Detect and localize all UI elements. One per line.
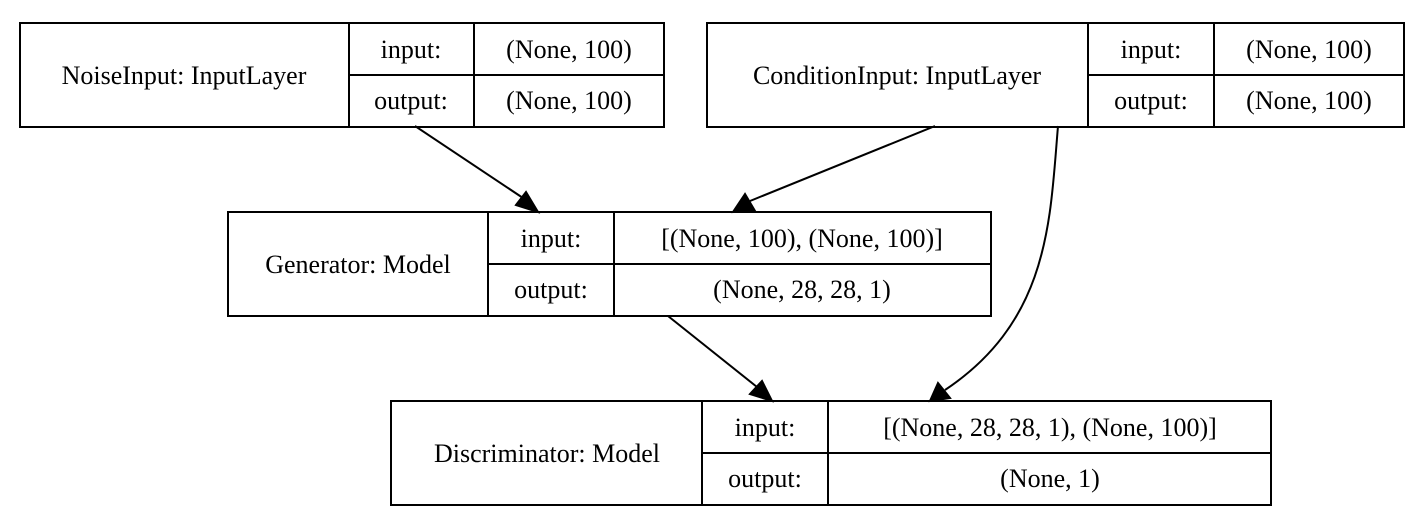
input-label: input: — [381, 35, 442, 64]
arrow-head — [928, 381, 952, 403]
output-label: output: — [374, 86, 448, 115]
edge-generator-to-discriminator — [667, 315, 758, 388]
input-shape: [(None, 28, 28, 1), (None, 100)] — [883, 413, 1217, 442]
node-name: NoiseInput: InputLayer — [62, 61, 307, 90]
input-label: input: — [735, 413, 796, 442]
output-label: output: — [1114, 86, 1188, 115]
output-label: output: — [728, 464, 802, 493]
output-shape: (None, 1) — [1000, 464, 1100, 493]
input-label: input: — [521, 224, 582, 253]
input-shape: [(None, 100), (None, 100)] — [661, 224, 943, 253]
input-label: input: — [1121, 35, 1182, 64]
node-noise-input[interactable]: NoiseInput: InputLayer input: (None, 100… — [19, 22, 665, 128]
node-discriminator[interactable]: Discriminator: Model input: [(None, 28, … — [390, 400, 1272, 506]
output-shape: (None, 100) — [506, 86, 632, 115]
node-name: Discriminator: Model — [434, 439, 660, 468]
node-generator[interactable]: Generator: Model input: [(None, 100), (N… — [227, 211, 992, 317]
edge-noise-to-generator — [414, 125, 524, 199]
node-condition-input[interactable]: ConditionInput: InputLayer input: (None,… — [706, 22, 1405, 128]
input-shape: (None, 100) — [1246, 35, 1372, 64]
edge-condition-to-discriminator — [944, 125, 1059, 391]
output-shape: (None, 28, 28, 1) — [713, 275, 891, 304]
arrow-head — [748, 379, 774, 403]
output-shape: (None, 100) — [1246, 86, 1372, 115]
node-name: ConditionInput: InputLayer — [753, 61, 1041, 90]
arrow-head — [731, 192, 757, 214]
input-shape: (None, 100) — [506, 35, 632, 64]
node-name: Generator: Model — [265, 250, 451, 279]
edge-condition-to-generator — [749, 125, 936, 202]
arrow-head — [514, 190, 541, 214]
output-label: output: — [514, 275, 588, 304]
